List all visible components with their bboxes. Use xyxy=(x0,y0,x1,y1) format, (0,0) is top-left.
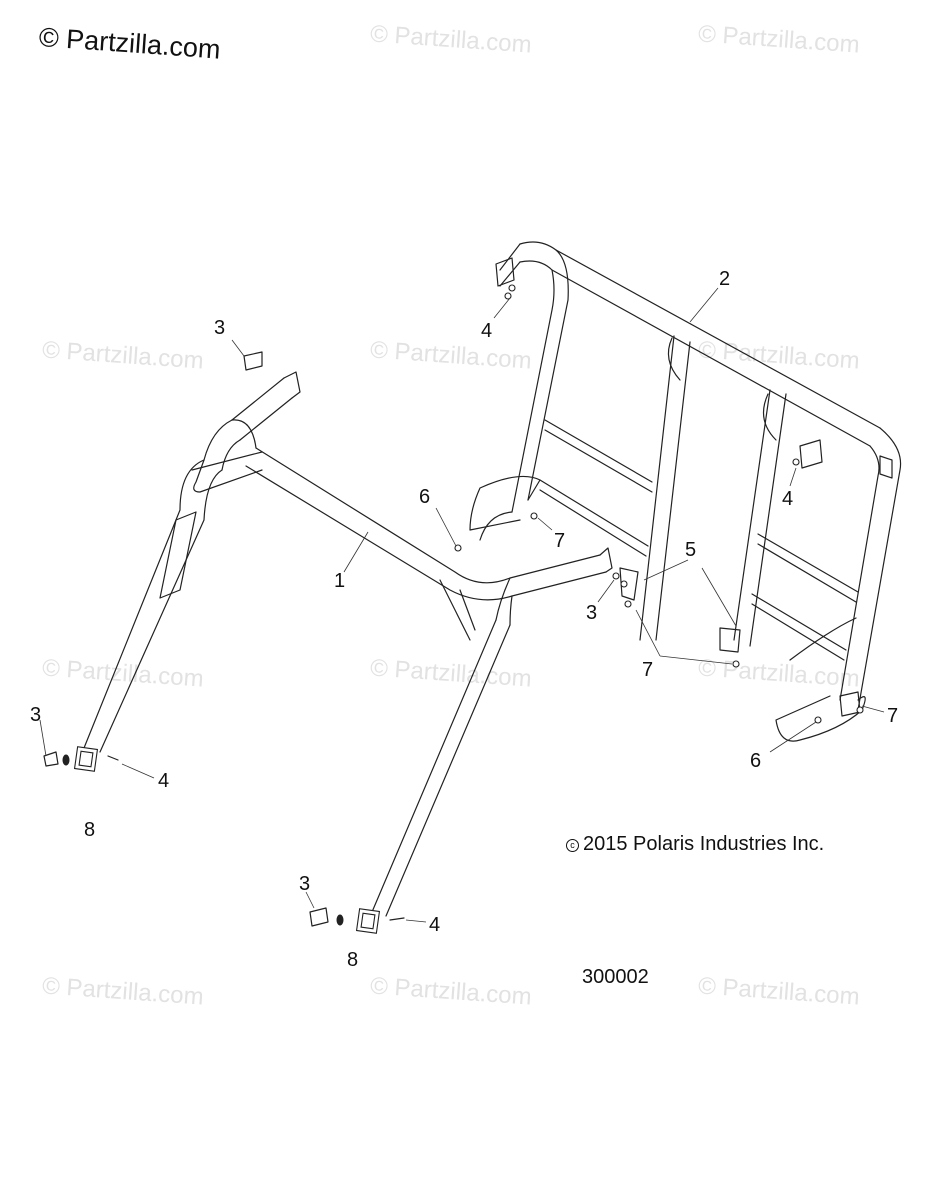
callout-label: 4 xyxy=(158,770,170,792)
hardware xyxy=(43,284,864,927)
callout-label: 3 xyxy=(586,602,598,624)
leader-lines xyxy=(39,287,885,923)
callout-label: 7 xyxy=(554,530,566,552)
callout-label: 3 xyxy=(30,704,42,726)
callout-label: 1 xyxy=(334,570,346,592)
callout-label: 6 xyxy=(419,486,431,508)
callout-label: 7 xyxy=(642,659,654,681)
callout-label: 4 xyxy=(481,320,493,342)
copyright-text: 2015 Polaris Industries Inc. xyxy=(583,833,825,855)
callout-label: 7 xyxy=(887,705,899,727)
callout-label: 8 xyxy=(347,949,359,971)
rear-cage xyxy=(469,241,902,742)
callout-label: 3 xyxy=(299,873,311,895)
copyright-notice: c 2015 Polaris Industries Inc. xyxy=(566,833,824,856)
callout-label: 6 xyxy=(750,750,762,772)
copyright-symbol: c xyxy=(566,839,579,852)
front-cage xyxy=(73,371,613,934)
callout-label: 4 xyxy=(782,488,794,510)
figure-number: 300002 xyxy=(582,966,649,988)
callout-label: 5 xyxy=(685,539,697,561)
callout-label: 3 xyxy=(214,317,226,339)
callout-label: 4 xyxy=(429,914,441,936)
callout-label: 2 xyxy=(719,268,731,290)
callout-label: 8 xyxy=(84,819,96,841)
